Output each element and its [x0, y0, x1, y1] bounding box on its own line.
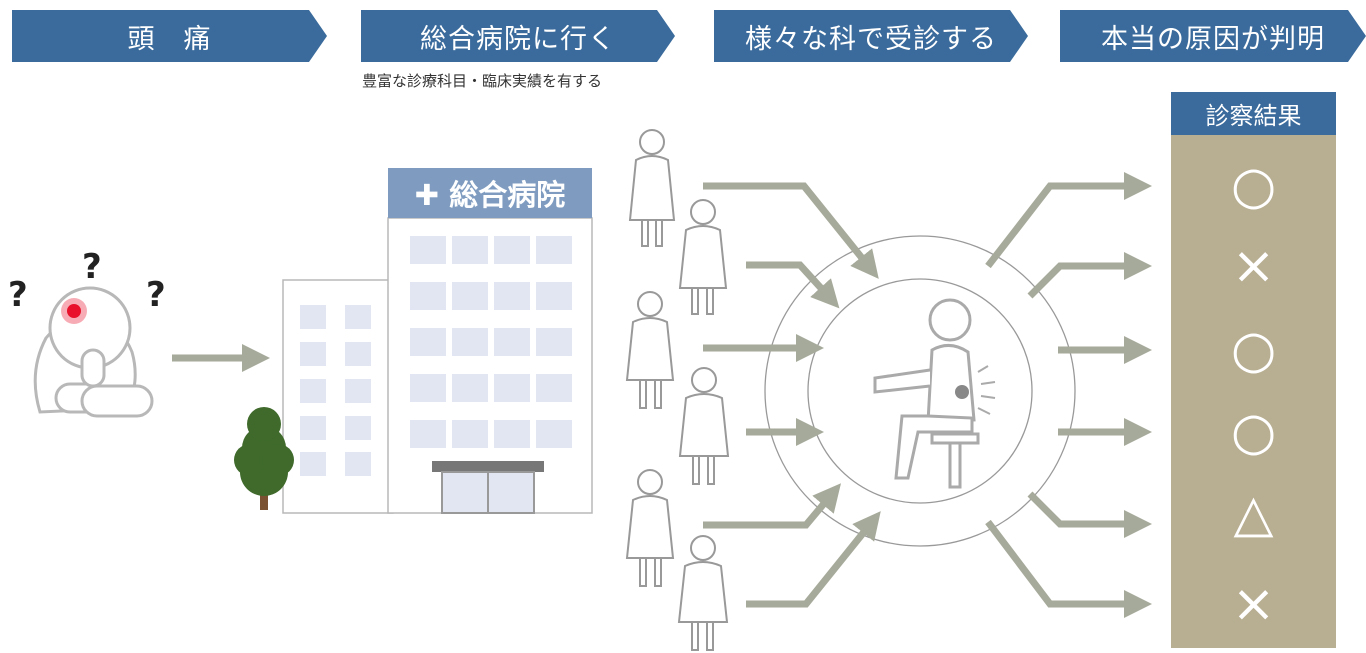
result-mark-4: ○ [1230, 402, 1277, 462]
step-cause-found: 本当の原因が判明 [1060, 10, 1366, 62]
step-go-hospital: 総合病院に行く [361, 10, 675, 62]
results-title: 診察結果 [1171, 92, 1336, 135]
doctor-3 [625, 291, 675, 409]
result-mark-6: × [1231, 574, 1276, 634]
question-mark-right: ? [146, 275, 166, 315]
results-panel: 診察結果 ○ × ○ ○ △ × [1171, 92, 1336, 648]
doctor-2 [678, 199, 728, 315]
consultation-outer-circle [764, 235, 1076, 547]
doctor-1 [628, 129, 676, 247]
step-see-departments: 様々な科で受診する [714, 10, 1028, 62]
result-mark-1: ○ [1230, 156, 1277, 216]
patient-icon [873, 298, 980, 489]
headache-person-icon [33, 286, 154, 418]
tree-icon [234, 407, 294, 510]
result-mark-3: ○ [1230, 320, 1277, 380]
back-pain-spot-icon [955, 385, 969, 399]
step-headache: 頭 痛 [12, 10, 327, 62]
pain-spot-core-icon [67, 304, 81, 318]
question-mark-top: ? [82, 247, 102, 287]
question-mark-left: ? [8, 275, 28, 315]
arrows-to-results [985, 172, 1152, 618]
pain-lines-icon [977, 365, 996, 415]
hospital-sign: ✚ 総合病院 [388, 168, 592, 218]
consultation-inner-circle [807, 278, 1033, 504]
arrows-to-patient [703, 182, 881, 608]
hospital-building [282, 217, 593, 514]
result-mark-2: × [1231, 236, 1276, 296]
hospital-note: 豊富な診療科目・臨床実績を有する [362, 72, 603, 90]
doctor-5 [625, 469, 675, 587]
result-mark-5: △ [1233, 484, 1274, 544]
doctor-4 [678, 367, 730, 485]
doctor-6 [677, 535, 729, 651]
doctor-icons [625, 129, 730, 651]
